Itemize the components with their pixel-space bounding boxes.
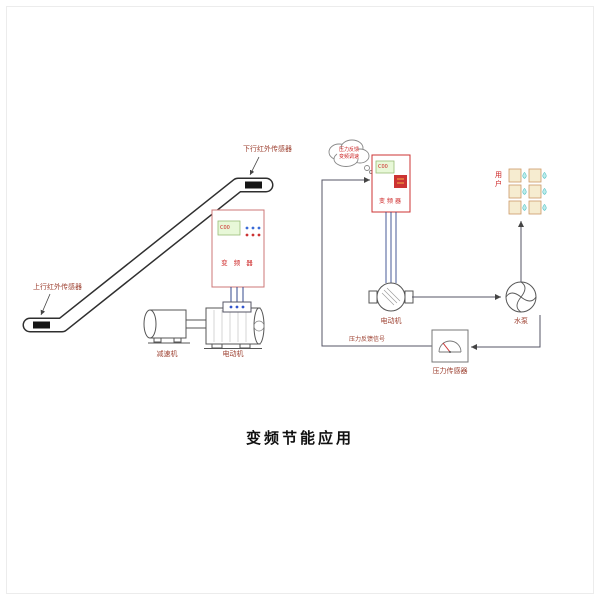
- left-inverter-display: [217, 220, 241, 236]
- feedback-signal-label: 压力反馈信号: [349, 336, 386, 343]
- escalator-shape: [22, 177, 274, 333]
- bottom-sensor-label: 上行红外传感器: [33, 283, 82, 291]
- pressure-tap-line: [471, 315, 541, 350]
- right-motor-shape: [368, 282, 414, 312]
- left-motor-cables: [230, 287, 244, 302]
- left-inverter-buttons: [245, 226, 261, 237]
- left-inverter-display-text: C00: [220, 225, 230, 231]
- left-motor-shape: [204, 301, 265, 349]
- page-title: 变频节能应用: [245, 429, 354, 447]
- user-label: 用户: [495, 171, 502, 188]
- pump-shape: [505, 281, 537, 313]
- left-motor-label: 电动机: [222, 350, 244, 358]
- pump-label: 水泵: [514, 317, 528, 325]
- right-motor-label: 电动机: [380, 317, 402, 325]
- thought-cloud: [328, 139, 373, 174]
- sensor-pointer-arrows: [40, 156, 260, 316]
- right-motor-cables: [385, 212, 397, 283]
- feedback-loop-line: [321, 177, 432, 347]
- left-inverter-label: 变 频 器: [221, 259, 255, 267]
- water-drop-icon: [522, 172, 547, 211]
- right-inverter-label: 变频器: [378, 198, 403, 205]
- cloud-text-line2: 变频调速: [338, 154, 359, 160]
- reducer-label: 减速机: [156, 350, 178, 358]
- right-inverter-display-text: C00: [378, 164, 388, 170]
- infrared-sensor-top: [245, 181, 262, 189]
- left-inverter-box: [211, 209, 265, 288]
- infrared-sensor-bottom: [33, 321, 50, 329]
- pressure-sensor-label: 压力传感器: [432, 367, 468, 375]
- reducer-shape: [143, 309, 190, 344]
- top-sensor-label: 下行红外传感器: [243, 145, 292, 153]
- pressure-sensor-shape: [431, 329, 469, 363]
- right-inverter-display: [375, 160, 395, 174]
- right-inverter-keypad: [394, 175, 407, 188]
- user-outlets: [508, 168, 547, 215]
- right-inverter-box: [371, 154, 411, 213]
- shaft-coupling: [185, 319, 207, 329]
- cloud-text-line1: 压力反馈: [338, 147, 359, 153]
